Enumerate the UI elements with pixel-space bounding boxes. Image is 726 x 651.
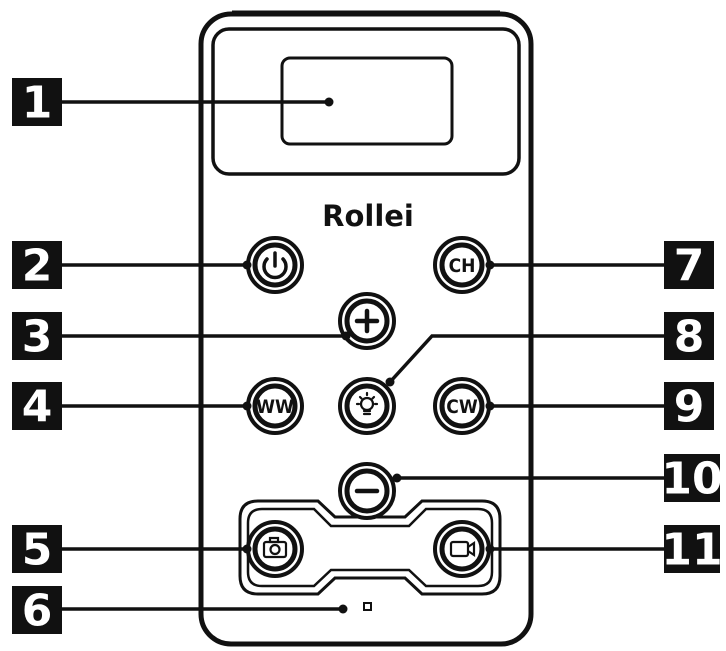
svg-text:3: 3: [22, 312, 53, 363]
callout-3: 3: [12, 312, 351, 363]
warm-white-button[interactable]: WW: [246, 377, 304, 435]
brand-logo: Rollei: [322, 199, 414, 233]
callout-8: 8: [385, 312, 714, 387]
power-button[interactable]: [246, 236, 304, 294]
power-icon: [262, 251, 288, 280]
callout-7: 7: [485, 241, 714, 292]
svg-text:4: 4: [22, 382, 53, 433]
svg-text:7: 7: [674, 241, 705, 292]
callout-1: 1: [12, 78, 334, 129]
bottom-button-frame-outer: [238, 499, 502, 596]
callout-4: 4: [12, 382, 252, 433]
light-bulb-icon: [355, 391, 379, 416]
callout-2: 2: [12, 241, 252, 292]
bottom-button-frame-inner: [246, 507, 494, 588]
svg-text:10: 10: [661, 454, 722, 505]
callout-10: 10: [392, 454, 723, 505]
plus-button[interactable]: [338, 292, 396, 350]
minus-button[interactable]: [338, 462, 396, 520]
cool-white-button[interactable]: CW: [433, 377, 491, 435]
channel-button[interactable]: CH: [433, 236, 491, 294]
plus-icon: [354, 308, 380, 334]
video-camera-icon: [449, 540, 476, 558]
light-button[interactable]: [338, 377, 396, 435]
svg-text:6: 6: [22, 586, 53, 637]
callout-5: 5: [12, 525, 252, 576]
svg-text:5: 5: [22, 525, 53, 576]
warm-white-button-label: WW: [256, 396, 294, 418]
svg-text:11: 11: [661, 525, 722, 576]
channel-button-label: CH: [449, 255, 476, 277]
svg-text:9: 9: [674, 382, 705, 433]
photo-button[interactable]: [246, 520, 304, 578]
callout-9: 9: [485, 382, 714, 433]
svg-text:8: 8: [674, 312, 705, 363]
svg-text:1: 1: [22, 78, 53, 129]
callout-11: 11: [485, 525, 723, 576]
video-button[interactable]: [433, 520, 491, 578]
camera-icon: [262, 536, 288, 559]
indicator-led: [363, 602, 372, 611]
callout-6: 6: [12, 586, 348, 637]
svg-text:2: 2: [22, 241, 53, 292]
cool-white-button-label: CW: [446, 396, 478, 418]
